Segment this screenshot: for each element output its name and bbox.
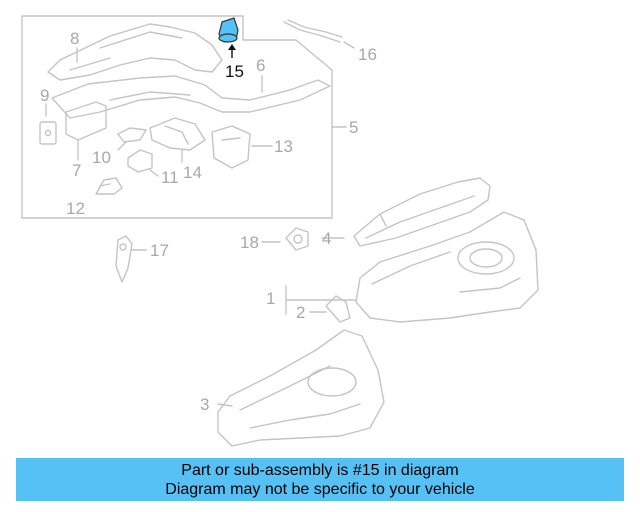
part-8-drawing	[47, 23, 223, 81]
callout-10: 10	[92, 148, 111, 167]
callout-8: 8	[70, 29, 79, 48]
callout-2: 2	[296, 303, 305, 322]
part-17-drawing	[115, 235, 133, 283]
callout-15: 15	[225, 62, 244, 81]
part-7-drawing	[65, 101, 107, 161]
callout-7: 7	[72, 161, 81, 180]
part-18-drawing	[285, 227, 309, 251]
callout-9: 9	[40, 86, 49, 105]
banner-line-part-number: Part or sub-assembly is #15 in diagram	[181, 462, 459, 479]
callout-13: 13	[274, 137, 293, 156]
banner-line-disclaimer: Diagram may not be specific to your vehi…	[165, 481, 475, 498]
part-6-drawing	[51, 75, 331, 119]
leader-lines	[131, 41, 355, 407]
subassembly-5-frame	[21, 15, 333, 219]
callout-16: 16	[358, 45, 377, 64]
part-10-drawing	[117, 127, 147, 151]
callout-3: 3	[200, 395, 209, 414]
part-4-drawing	[353, 177, 491, 247]
callout-18: 18	[240, 233, 259, 252]
callout-1: 1	[266, 289, 275, 308]
part-15-drawing	[218, 17, 239, 58]
parts-diagram: 8 15 6 16 9 5 13 10 7 11 14 12 4 18 17 1…	[21, 15, 539, 447]
callout-17: 17	[150, 241, 169, 260]
part-9-drawing	[39, 103, 57, 145]
callout-5: 5	[349, 118, 358, 137]
part-1-drawing	[285, 211, 539, 323]
part-11-drawing	[127, 149, 159, 177]
part-12-drawing	[95, 177, 123, 195]
callout-12: 12	[66, 199, 85, 218]
part-3-drawing	[217, 329, 385, 447]
part-13-drawing	[211, 125, 251, 169]
callout-11: 11	[161, 168, 179, 187]
callout-14: 14	[183, 163, 202, 182]
part-14-drawing	[149, 117, 206, 163]
info-banner: Part or sub-assembly is #15 in diagram D…	[16, 458, 624, 501]
part-16-drawing	[283, 19, 343, 43]
part-2-drawing	[325, 295, 351, 323]
callout-6: 6	[256, 56, 265, 75]
callout-4: 4	[322, 229, 331, 248]
